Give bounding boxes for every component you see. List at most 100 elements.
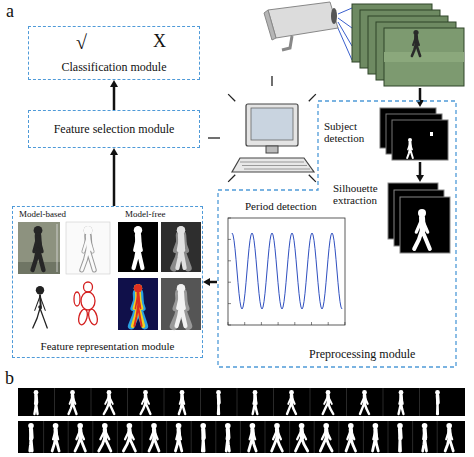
strip-divider	[419, 388, 420, 416]
camera-ray	[338, 8, 352, 14]
body-ellipse	[84, 282, 93, 292]
silhouette-arms	[423, 430, 426, 439]
chart-tick	[261, 322, 262, 325]
flow-arrow	[419, 88, 422, 100]
silhouette-arms	[100, 430, 109, 439]
strip-divider	[166, 421, 167, 453]
panel-label: b	[5, 369, 14, 387]
silhouette-arms	[288, 396, 294, 404]
silhouette-arms	[176, 430, 181, 439]
strip-divider	[338, 421, 339, 453]
silhouette-arms	[105, 396, 113, 404]
gei-image	[161, 278, 201, 330]
silhouette-arms	[142, 396, 149, 404]
chart-tick	[228, 218, 231, 219]
strip-divider	[237, 388, 238, 416]
strip-divider	[91, 388, 92, 416]
silhouette-arms	[76, 430, 84, 439]
silhouette-arms	[324, 396, 332, 404]
arrow-line	[113, 85, 116, 110]
photo-image	[18, 222, 60, 274]
strip-divider	[191, 421, 192, 453]
silhouette-arms	[180, 396, 185, 404]
step-label: Subject detection	[324, 120, 376, 144]
chart-tick	[228, 239, 231, 240]
stick-joint	[38, 290, 42, 294]
module-title: Preprocessing module	[309, 348, 415, 361]
frame-floor	[384, 52, 464, 62]
silhouette-legs	[33, 308, 47, 328]
strip-divider	[412, 421, 413, 453]
arrowhead	[110, 148, 118, 155]
body-ellipse	[81, 292, 95, 310]
strip-divider	[346, 388, 347, 416]
chart-tick	[344, 322, 345, 325]
strip-divider	[117, 421, 118, 453]
flow-arrow	[419, 162, 422, 175]
gei-image	[161, 222, 201, 272]
silhouette-arms	[446, 430, 452, 439]
silhouette-arms	[150, 430, 157, 439]
module-box: Model-basedModel-freeFeature representat…	[12, 206, 203, 358]
strip-divider	[164, 388, 165, 416]
strip-divider	[54, 388, 55, 416]
arrowhead	[203, 278, 210, 286]
group-heading: Model-based	[19, 210, 66, 220]
illustration-group	[18, 2, 465, 453]
detection-frame	[392, 120, 448, 160]
color-image	[118, 278, 158, 330]
silhouette-arms	[35, 396, 37, 404]
keyboard	[232, 158, 314, 172]
strip-divider	[92, 421, 93, 453]
monitor-stand	[266, 146, 278, 153]
strip-divider	[289, 421, 290, 453]
gei-image	[118, 222, 158, 272]
silhouette-arms	[297, 430, 306, 439]
body-ellipse	[77, 308, 89, 326]
computer-ray	[228, 175, 235, 182]
strip-divider	[314, 421, 315, 453]
chart-tick	[244, 322, 245, 325]
silhouette-arms	[253, 396, 256, 404]
chart-tick	[278, 322, 279, 325]
module-title: Classification module	[29, 61, 199, 74]
strip-divider	[43, 421, 44, 453]
strip-divider	[68, 421, 69, 453]
silhouette-arms	[203, 430, 204, 439]
computer-ray	[228, 94, 235, 101]
module-box: √XClassification module	[28, 26, 200, 80]
body-ellipse	[74, 292, 80, 306]
silhouette-frame	[400, 197, 450, 253]
strip-divider	[383, 388, 384, 416]
silhouette-arms	[53, 430, 58, 439]
cross-symbol: X	[153, 32, 166, 52]
silhouette-arms	[408, 143, 412, 149]
preprocessing-region: Subject detectionSilhouette extractionPe…	[217, 100, 457, 368]
silhouette-strip	[18, 388, 465, 416]
video-frame	[384, 28, 464, 86]
flow-arrow	[203, 278, 217, 286]
strip-divider	[437, 421, 438, 453]
camera-body	[268, 2, 338, 38]
strip-divider	[363, 421, 364, 453]
camera-lens	[331, 8, 337, 24]
silhouette-arms	[373, 430, 377, 439]
silhouette-arms	[135, 294, 140, 308]
strip-divider	[200, 388, 201, 416]
computer-ray	[309, 94, 316, 101]
silhouette-arms	[347, 430, 354, 439]
silhouette-arms	[250, 430, 255, 439]
group-heading: Model-free	[125, 210, 165, 220]
chart-tick	[228, 325, 231, 326]
silhouette-arms	[399, 396, 403, 404]
silhouette-legs	[134, 306, 141, 326]
strip-divider	[215, 421, 216, 453]
monitor-screen	[251, 108, 293, 140]
flow-arrow	[110, 80, 118, 110]
chart-tick	[311, 322, 312, 325]
silhouette-arms	[436, 396, 438, 404]
silhouette-arms	[399, 430, 402, 439]
panel-label: a	[6, 2, 14, 20]
silhouette-arms	[83, 237, 92, 252]
silhouette-arms	[34, 237, 42, 252]
